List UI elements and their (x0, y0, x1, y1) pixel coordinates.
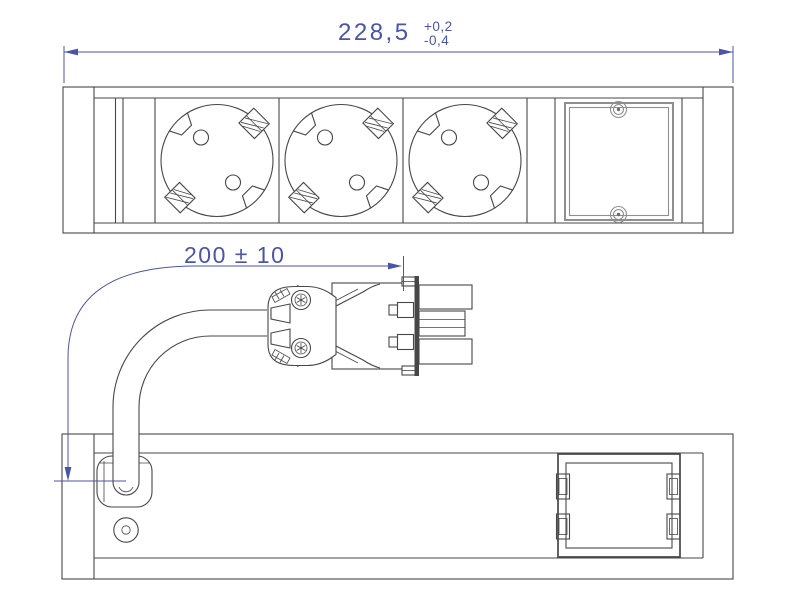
connector-face-plate (414, 276, 419, 376)
module-slot-edges (554, 98, 683, 223)
dimension-curve (67, 265, 400, 479)
overall-width-value: 228,5 (338, 19, 411, 46)
end-cap-lines (93, 87, 704, 233)
arrow-down (64, 467, 72, 481)
strain-relief-window (270, 328, 291, 349)
connector-body (331, 282, 417, 370)
schuko-socket-1 (161, 105, 273, 217)
contact-pin-top (388, 301, 415, 319)
plug-connector (267, 276, 473, 376)
contact-pin-bottom (388, 333, 415, 351)
profile-lines (94, 452, 703, 559)
module-rear (555, 453, 681, 558)
insert-divider-lines (114, 98, 124, 223)
power-strip-bottom-view (61, 433, 734, 580)
arrow-right (388, 262, 402, 270)
power-cable (112, 309, 267, 496)
strain-relief-housing (267, 285, 337, 367)
cable-length-dimension: 200 ± 10 (54, 242, 404, 482)
hatched-grip-bottom (271, 348, 291, 365)
cable-length-value: 200 ± 10 (184, 242, 285, 268)
strip-rear-body (61, 433, 734, 580)
cable-end-detail (118, 486, 134, 493)
arrow-right (719, 48, 733, 56)
socket-tile-separators (154, 98, 528, 223)
mounting-screw-hole (113, 517, 139, 543)
schuko-socket-3 (409, 105, 521, 217)
arrow-left (64, 48, 78, 56)
latch-arm-bottom (290, 345, 381, 369)
latch-arm-top (290, 283, 381, 307)
hatched-grip-top (271, 287, 291, 304)
overall-width-tol-plus: +0,2 (424, 19, 453, 34)
blank-module-plate (564, 100, 674, 224)
overall-width-tol-minus: -0,4 (424, 33, 449, 48)
end-cap-lines (93, 434, 704, 579)
face-plate-edges (94, 97, 703, 224)
connector-nose (418, 284, 473, 365)
overall-width-dimension: 228,5 +0,2 -0,4 (63, 19, 734, 83)
strain-relief-window (270, 303, 291, 324)
latch-tab-top (401, 276, 417, 287)
power-strip-top-view (62, 86, 734, 234)
schuko-socket-2 (285, 105, 397, 217)
latch-tab-bottom (401, 365, 417, 376)
